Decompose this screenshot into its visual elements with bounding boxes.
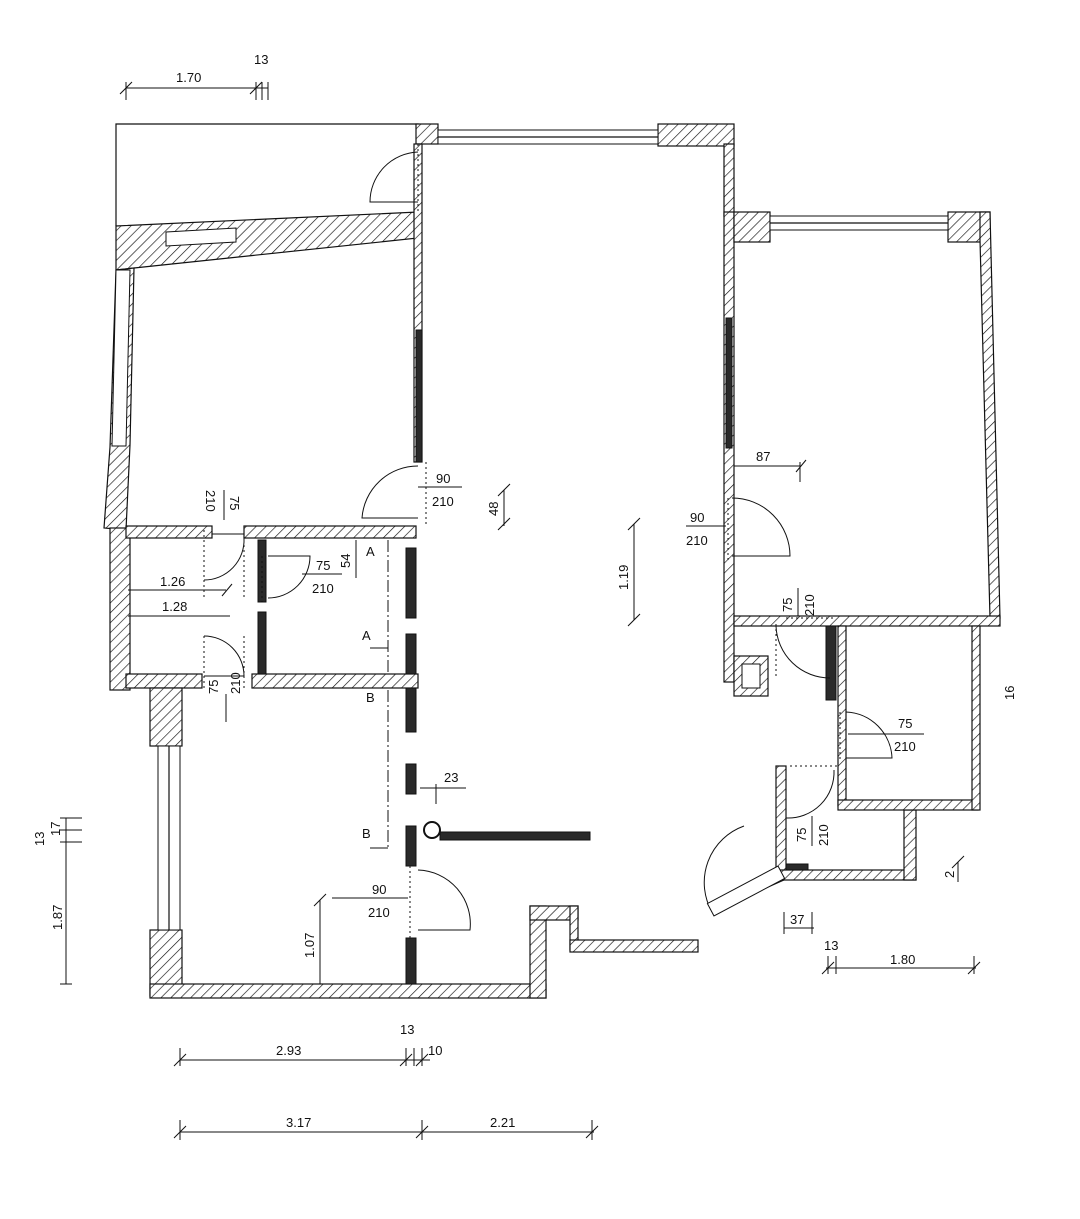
dimension-126: 1.26 [160,574,185,589]
door-label-width: 90 [690,510,704,525]
dimension-293: 2.93 [276,1043,301,1058]
door-label-height: 210 [432,494,454,509]
door-label-width: 90 [436,471,450,486]
walls [103,123,1001,999]
dimension-13: 13 [32,832,47,846]
doors [203,151,893,931]
dimension-221: 2.21 [490,1115,515,1130]
door-label-height: 210 [802,594,817,616]
section-mark-b: B [362,826,371,841]
dimension-128: 1.28 [162,599,187,614]
door-label-width: 75 [794,828,809,842]
door-label-height: 210 [312,581,334,596]
dimension-37: 37 [790,912,804,927]
dimension-2: 2 [942,871,957,878]
left-dimension: 13 17 1.87 [32,817,82,985]
opening-lines [203,144,841,938]
door-label-height: 210 [368,905,390,920]
section-mark-b: B [366,690,375,705]
door-label-height: 210 [816,824,831,846]
dimension-54: 54 [338,554,353,568]
windows [111,129,949,931]
door-label-height: 210 [203,490,218,512]
top-dimension: 1.70 13 [119,52,269,100]
section-mark-a: A [362,628,371,643]
interior-dimensions: 48 1.19 54 1.26 1.28 87 23 1.07 37 2 16 [128,449,1017,984]
door-label-width: 75 [316,558,330,573]
bottom-dimensions: 2.93 13 10 3.17 2.21 [173,1022,599,1140]
dimension-17: 17 [48,822,63,836]
dimension-13: 13 [400,1022,414,1037]
section-marks: A A B B [362,544,388,849]
dimension-187: 1.87 [50,905,65,930]
dimension-107: 1.07 [302,933,317,958]
dimension-13: 13 [254,52,268,67]
door-label-width: 75 [227,496,242,510]
dimension-170: 1.70 [176,70,201,85]
dimension-317: 3.17 [286,1115,311,1130]
right-dimension: 13 1.80 [821,938,981,975]
door-label-height: 210 [894,739,916,754]
dimension-87: 87 [756,449,770,464]
door-label-height: 210 [228,672,243,694]
balcony-outline [115,123,419,226]
dimension-13: 13 [824,938,838,953]
door-label-height: 210 [686,533,708,548]
dimension-10: 10 [428,1043,442,1058]
dimension-48: 48 [486,502,501,516]
dimension-180: 1.80 [890,952,915,967]
door-label-width: 90 [372,882,386,897]
door-label-width: 75 [780,598,795,612]
door-label-width: 75 [898,716,912,731]
dimension-16: 16 [1002,686,1017,700]
dimension-23: 23 [444,770,458,785]
door-label-width: 75 [206,680,221,694]
door-labels: 90 210 75 210 75 210 75 210 90 210 90 21… [203,471,924,920]
section-mark-a: A [366,544,375,559]
dimension-119: 1.19 [616,565,631,590]
